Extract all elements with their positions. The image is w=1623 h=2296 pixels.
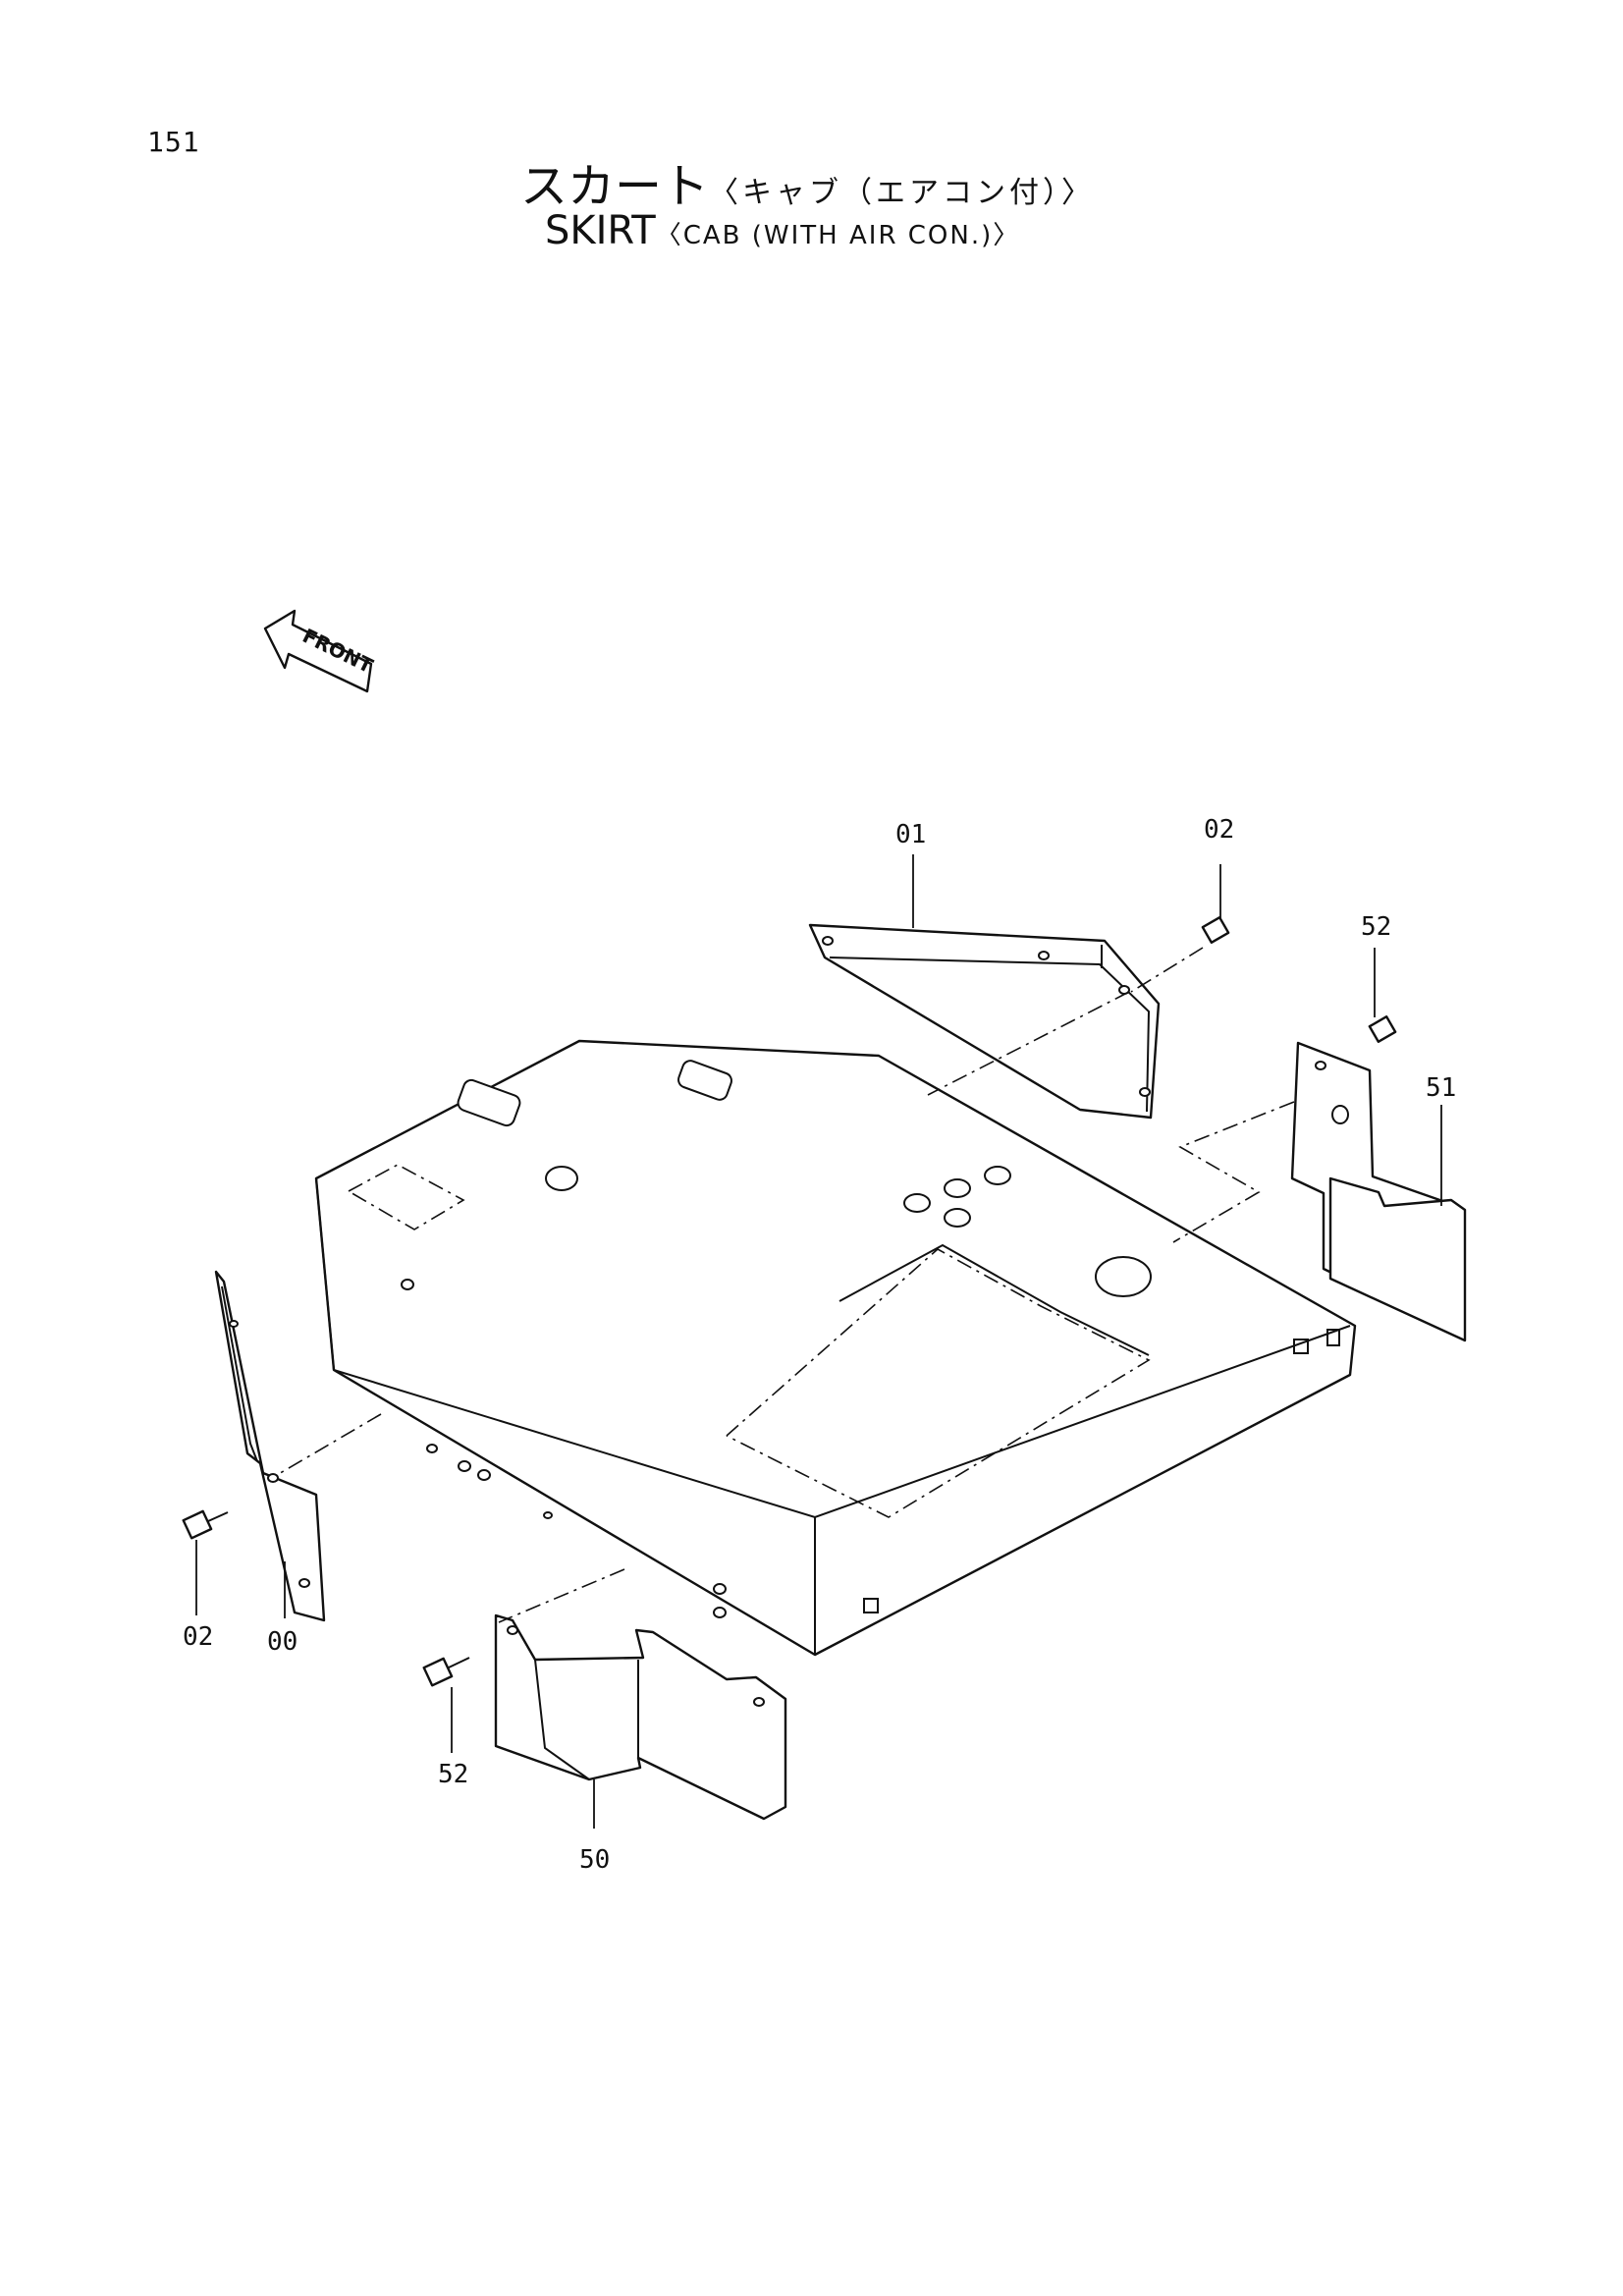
callout-02-top: 02 (1204, 815, 1234, 845)
title-english-sub: 〈CAB (WITH AIR CON.)〉 (655, 221, 1021, 250)
front-arrow-icon: FRONT (263, 609, 377, 693)
title-english-main: SKIRT (545, 208, 656, 253)
part-00-skirt-left (214, 1270, 382, 1622)
bolt-02-top (1201, 864, 1230, 944)
part-51-skirt-right (1172, 1041, 1467, 1342)
part-50-skirt-bottom (494, 1568, 787, 1829)
page-number: 151 (147, 126, 200, 158)
title-japanese-sub: 〈キャブ（エアコン付）〉 (709, 176, 1096, 210)
callout-02-left: 02 (183, 1622, 213, 1652)
bolt-52-bottom (422, 1657, 470, 1753)
part-01-skirt-top (808, 854, 1204, 1120)
callout-50: 50 (579, 1845, 610, 1875)
callout-00: 00 (267, 1627, 298, 1657)
title-japanese: スカート〈キャブ（エアコン付）〉 (520, 147, 1095, 216)
callout-52-bottom: 52 (438, 1760, 468, 1789)
callout-52-right: 52 (1361, 912, 1391, 942)
callout-01: 01 (895, 820, 926, 849)
bolt-52-right (1368, 948, 1397, 1043)
title-japanese-main: スカート (520, 159, 710, 214)
callout-51: 51 (1426, 1073, 1456, 1103)
floor-plate (314, 1039, 1357, 1657)
title-english: SKIRT〈CAB (WITH AIR CON.)〉 (545, 208, 1020, 253)
bolt-02-left (182, 1509, 229, 1615)
